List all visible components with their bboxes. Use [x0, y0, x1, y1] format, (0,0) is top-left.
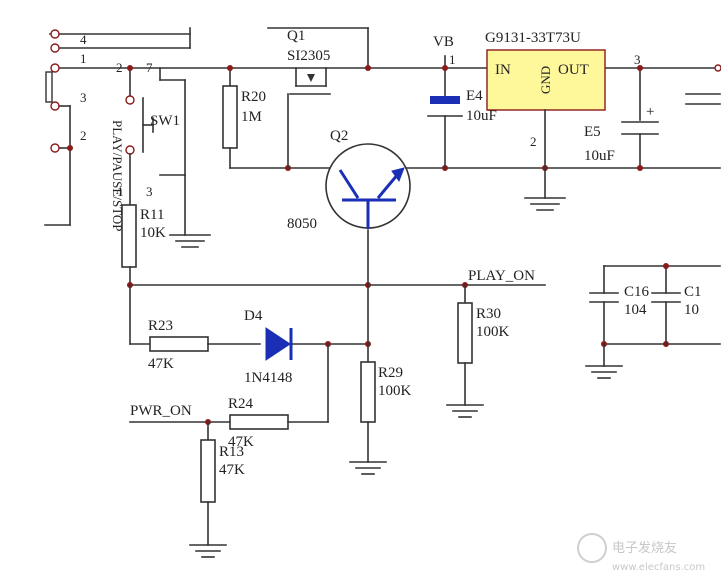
ic-gnd-label: GND: [538, 66, 553, 94]
connector: 4 1 3 2: [44, 27, 721, 226]
resistor-r11: R11 10K: [121, 204, 166, 286]
e4-name: E4: [466, 88, 483, 104]
pin-4-label: 4: [80, 32, 87, 47]
regulator-ic: G9131-33T73U IN OUT GND 2 3: [485, 30, 641, 211]
c16-name: C16: [624, 284, 650, 300]
e4-value: 10uF: [466, 108, 497, 124]
r23-name: R23: [148, 318, 173, 334]
watermark-url: www.elecfans.com: [612, 562, 705, 573]
d4-part: 1N4148: [244, 370, 292, 386]
resistor-r30: R30 100K: [446, 284, 510, 418]
q1-name: Q1: [287, 28, 305, 44]
switch-sw1: SW1 2 7 1 3 PLAY/PAUSE/STOP: [110, 60, 186, 232]
ground-symbol: [169, 174, 211, 248]
watermark-text: 电子发烧友: [612, 540, 677, 556]
r30-name: R30: [476, 306, 501, 322]
sw1-pin7: 7: [146, 60, 153, 75]
sw1-function-label: PLAY/PAUSE/STOP: [110, 120, 125, 232]
play-on-label: PLAY_ON: [468, 268, 535, 284]
transistor-q2: Q2 8050: [287, 128, 411, 232]
pin-2-label: 2: [80, 128, 87, 143]
pin-1-label: 1: [80, 51, 87, 66]
pin-3-label: 3: [80, 90, 87, 105]
r20-name: R20: [241, 89, 266, 105]
ic-out-label: OUT: [558, 62, 589, 78]
sw1-pin1: 1: [117, 184, 124, 199]
net-pwr-on: PWR_ON: [129, 403, 231, 425]
ic-pin2: 2: [530, 134, 537, 149]
capacitor-c16: C16 104: [585, 265, 721, 379]
pwr-on-label: PWR_ON: [130, 403, 192, 419]
r29-value: 100K: [378, 383, 412, 399]
diode-d4: D4 1N4148: [244, 308, 371, 386]
r24-name: R24: [228, 396, 254, 412]
q1-part: SI2305: [287, 48, 330, 64]
sw1-name: SW1: [150, 113, 180, 129]
capacitor-c17: C1 10: [651, 263, 702, 347]
resistor-r24: R24 47K: [228, 343, 329, 450]
r24-value: 47K: [228, 434, 254, 450]
r11-value: 10K: [140, 225, 166, 241]
ic-pin3: 3: [634, 52, 641, 67]
sw1-pin2: 2: [116, 60, 123, 75]
ic-part: G9131-33T73U: [485, 30, 581, 46]
r20-value: 1M: [241, 109, 262, 125]
e5-plus: +: [646, 104, 654, 120]
e5-name: E5: [584, 124, 601, 140]
vb-label: VB: [433, 34, 454, 50]
resistor-r13: R13 47K: [189, 421, 245, 558]
r13-name: R13: [219, 444, 244, 460]
capacitor-e4: VB 1 E4 10uF: [427, 34, 497, 169]
r30-value: 100K: [476, 324, 510, 340]
e5-value: 10uF: [584, 148, 615, 164]
r11-name: R11: [140, 207, 164, 223]
c17-value: 10: [684, 302, 699, 318]
q2-part: 8050: [287, 216, 317, 232]
resistor-r20: R20 1M: [222, 65, 721, 171]
ic-in-label: IN: [495, 62, 511, 78]
capacitor-e5: + E5 10uF: [584, 64, 721, 171]
mosfet-q1: Q1 SI2305: [267, 27, 371, 169]
resistor-r29: R29 100K: [349, 229, 412, 475]
r13-value: 47K: [219, 462, 245, 478]
q2-name: Q2: [330, 128, 348, 144]
resistor-r23: R23 47K: [129, 284, 261, 372]
sw1-pin3: 3: [146, 184, 153, 199]
net-play-on: PLAY_ON: [127, 268, 546, 288]
r29-name: R29: [378, 365, 403, 381]
c16-value: 104: [624, 302, 647, 318]
d4-name: D4: [244, 308, 263, 324]
u-pin1: 1: [449, 52, 456, 67]
watermark: 电子发烧友 www.elecfans.com: [577, 533, 705, 573]
c17-name: C1: [684, 284, 702, 300]
r23-value: 47K: [148, 356, 174, 372]
